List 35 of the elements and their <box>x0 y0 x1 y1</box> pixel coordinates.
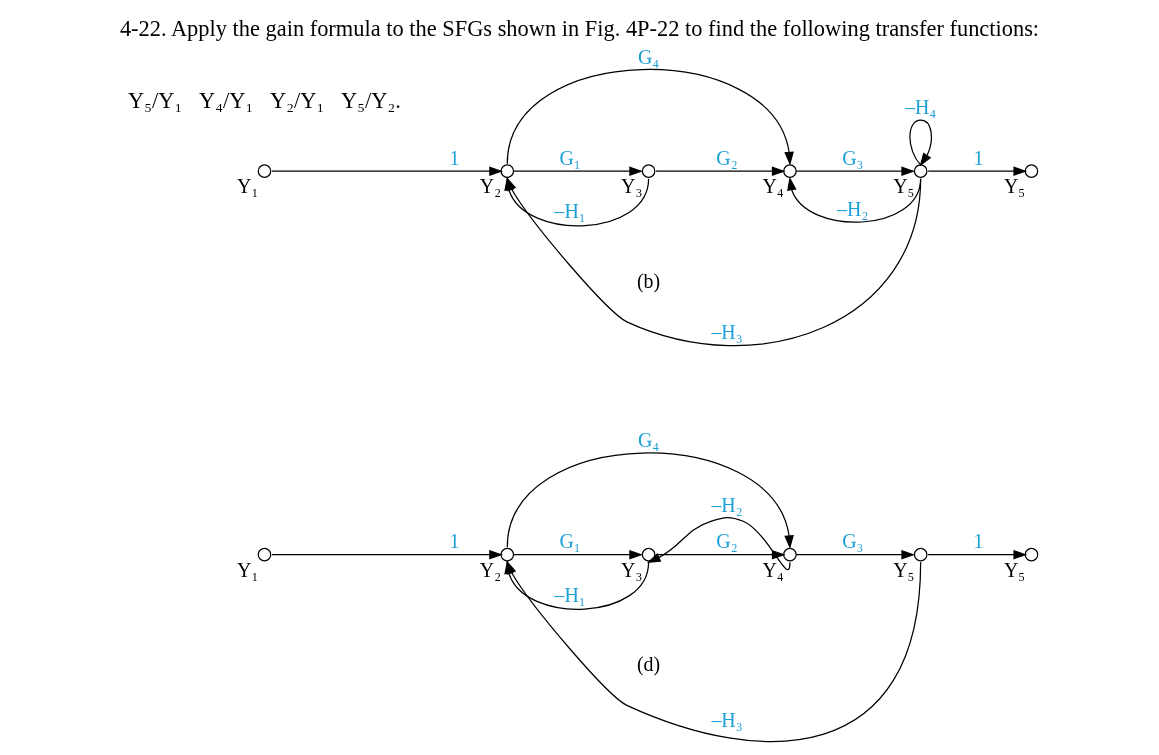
node-label: Y₄ <box>762 175 784 198</box>
label: Y₅/Y₁ Y₄/Y₁ Y₂/Y₁ Y₅/Y₂. <box>128 88 401 114</box>
node-label: Y₄ <box>762 558 784 581</box>
edge-label: –H₄ <box>905 95 937 118</box>
edge-label: G₃ <box>842 530 864 553</box>
node-label: Y₅ <box>893 558 915 581</box>
edge-label: 1 <box>973 530 984 553</box>
edge-label: 1 <box>449 530 460 553</box>
edge-label: G₁ <box>559 530 581 553</box>
node-label: Y₁ <box>237 175 259 198</box>
edge-label: G₂ <box>716 530 738 553</box>
label: (b) <box>636 269 661 292</box>
edge-label: –H₁ <box>554 200 586 223</box>
edge-label: –H₁ <box>554 583 586 606</box>
edge-label: 1 <box>449 146 460 169</box>
edge-label: –H₃ <box>711 709 743 732</box>
label: (d) <box>636 653 661 676</box>
edge-label: G₁ <box>559 146 581 169</box>
node-label: Y₂ <box>479 558 502 581</box>
edge-label: G₄ <box>637 45 660 68</box>
node-label: Y₃ <box>621 175 643 198</box>
edge-label: G₂ <box>716 146 738 169</box>
edge-label: –H₂ <box>837 197 869 220</box>
edge-label: –H₂ <box>711 494 743 517</box>
edge-label: –H₃ <box>711 321 743 343</box>
edge-label: 1 <box>973 146 984 169</box>
edge-label: G₃ <box>842 146 864 169</box>
node-label: Y₅ <box>893 175 915 198</box>
node-label: Y₁ <box>237 558 259 581</box>
node-label: Y₅ <box>1004 558 1026 581</box>
node-label: Y₂ <box>479 175 502 198</box>
node-label: Y₅ <box>1004 175 1026 198</box>
node-label: Y₃ <box>621 558 643 581</box>
diagram-title: 4-22. Apply the gain formula to the SFGs shown in Fig. 4P-22 to find the following transfer functions: <box>119 15 1040 41</box>
edge-label: G₄ <box>637 429 660 452</box>
